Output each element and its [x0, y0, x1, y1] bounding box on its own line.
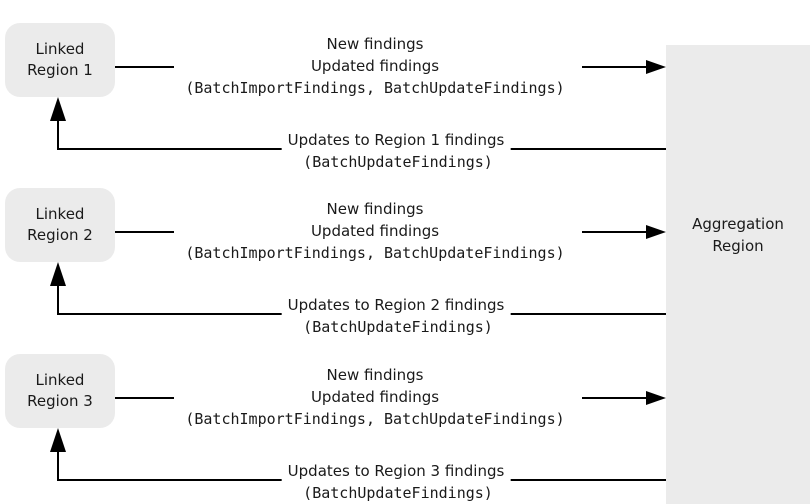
arrowhead-up-icon [50, 428, 66, 452]
arrowhead-right-icon [646, 225, 666, 239]
linked-region-3-label: Linked Region 3 [27, 370, 93, 412]
return-api-code: (BatchUpdateFindings) [303, 318, 493, 336]
linked-region-3-row: Linked Region 3 New findings Updated fin… [0, 331, 810, 502]
forward-label-updated-findings: Updated findings [310, 222, 440, 240]
linked-region-label-line2: Region 3 [27, 392, 93, 410]
forward-label-new-findings: New findings [326, 366, 424, 384]
connector-line [115, 231, 174, 233]
forward-labels: New findings Updated findings (BatchImpo… [165, 33, 585, 99]
linked-region-3-box: Linked Region 3 [5, 354, 115, 428]
aggregation-label-line1: Aggregation [692, 215, 784, 233]
linked-region-2-label: Linked Region 2 [27, 204, 93, 246]
arrowhead-up-icon [50, 97, 66, 121]
linked-region-label-line2: Region 1 [27, 61, 93, 79]
arrowhead-right-icon [646, 391, 666, 405]
forward-label-new-findings: New findings [326, 200, 424, 218]
linked-region-1-box: Linked Region 1 [5, 23, 115, 97]
linked-region-label-line1: Linked [35, 40, 85, 58]
connector-line [115, 397, 174, 399]
forward-label-updated-findings: Updated findings [310, 57, 440, 75]
return-api-code: (BatchUpdateFindings) [303, 484, 493, 502]
forward-labels: New findings Updated findings (BatchImpo… [165, 364, 585, 430]
arrowhead-right-icon [646, 60, 666, 74]
forward-api-code: (BatchImportFindings, BatchUpdateFinding… [185, 79, 565, 97]
return-label: Updates to Region 3 findings [281, 461, 511, 482]
forward-labels: New findings Updated findings (BatchImpo… [165, 198, 585, 264]
forward-label-updated-findings: Updated findings [310, 388, 440, 406]
connector-line [582, 397, 646, 399]
connector-line [582, 231, 646, 233]
connector-line [57, 112, 59, 150]
connector-line [57, 277, 59, 315]
aggregation-region-label: Aggregation Region [666, 213, 810, 257]
return-label: Updates to Region 2 findings [281, 295, 511, 316]
aggregation-region-box: Aggregation Region [666, 45, 810, 504]
linked-region-2-box: Linked Region 2 [5, 188, 115, 262]
linked-region-label-line1: Linked [35, 371, 85, 389]
connector-line [582, 66, 646, 68]
forward-label-new-findings: New findings [326, 35, 424, 53]
arrowhead-up-icon [50, 262, 66, 286]
aggregation-label-line2: Region [712, 237, 764, 255]
forward-api-code: (BatchImportFindings, BatchUpdateFinding… [185, 410, 565, 428]
connector-line [57, 443, 59, 481]
return-label: Updates to Region 1 findings [281, 130, 511, 151]
linked-region-label-line2: Region 2 [27, 226, 93, 244]
connector-line [115, 66, 174, 68]
linked-region-2-row: Linked Region 2 New findings Updated fin… [0, 165, 810, 336]
linked-region-1-row: Linked Region 1 New findings Updated fin… [0, 0, 810, 171]
linked-region-label-line1: Linked [35, 205, 85, 223]
linked-region-1-label: Linked Region 1 [27, 39, 93, 81]
return-api-code: (BatchUpdateFindings) [303, 153, 493, 171]
forward-api-code: (BatchImportFindings, BatchUpdateFinding… [185, 244, 565, 262]
